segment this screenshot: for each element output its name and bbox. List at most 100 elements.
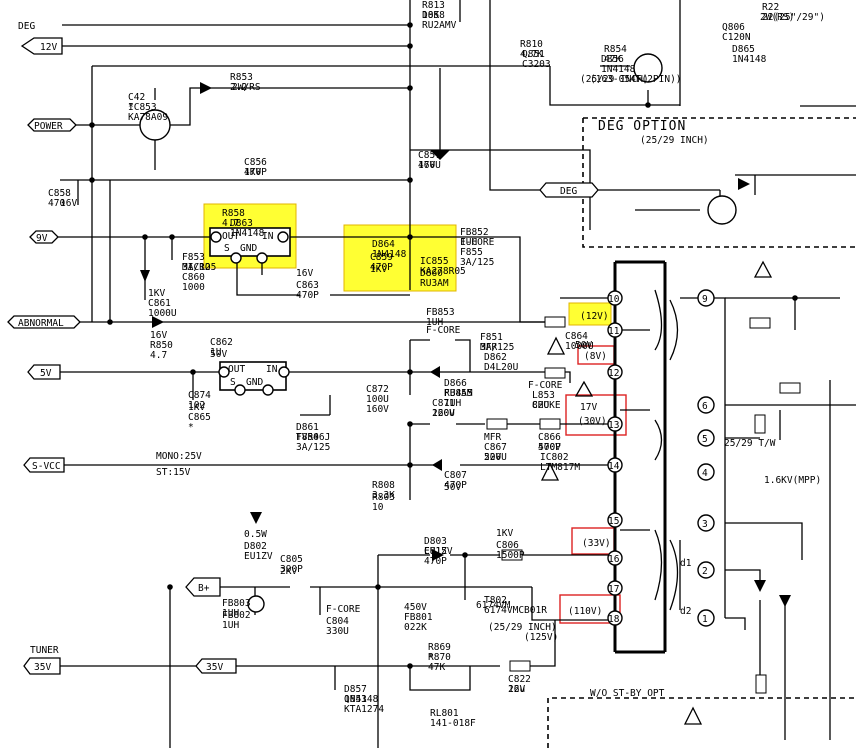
- component-ref: C862: [210, 337, 233, 348]
- 35v-net-flag: [195, 658, 237, 674]
- component-ref: D862: [484, 352, 507, 363]
- component-ref: F853: [182, 252, 205, 263]
- net-label-deg-right: DEG: [560, 186, 577, 197]
- component-ref: R808: [372, 480, 395, 491]
- component-value: 102: [188, 400, 205, 411]
- component-ref: IC802: [540, 452, 569, 463]
- transformer-pin-number: 13: [608, 420, 619, 431]
- transformer-pin-number: 14: [608, 461, 620, 472]
- component-ref: R858: [222, 208, 245, 219]
- component-value: 1U: [210, 347, 222, 358]
- component-ref: C863: [296, 280, 319, 291]
- flyback-transformer: [560, 260, 726, 654]
- component-ref: F855: [460, 247, 483, 258]
- diodes: [140, 82, 791, 607]
- component-value: 16V: [418, 160, 435, 171]
- component-value: 3A/125: [460, 257, 494, 268]
- component-ref: FB803: [222, 598, 251, 609]
- voltage-callout: (30V): [578, 416, 607, 427]
- note-st: ST:15V: [156, 467, 191, 478]
- component-value: 10: [372, 502, 384, 513]
- component-ref: R853: [230, 72, 253, 83]
- component-value: 1N4148: [601, 64, 636, 75]
- component-ref: C807: [444, 470, 467, 481]
- component-ref: D858: [422, 10, 445, 21]
- component-ref: Q851: [522, 49, 545, 60]
- component-ref: D864: [372, 239, 395, 250]
- component-ref: R850: [150, 340, 173, 351]
- component-ref: R854: [604, 44, 627, 55]
- note-125v: (125V): [524, 632, 558, 643]
- warning-icon: [683, 706, 703, 725]
- warning-icon: [574, 380, 594, 397]
- net-label-tuner: TUNER: [30, 645, 59, 656]
- component-value: RU3AM: [420, 278, 449, 289]
- component-value: 100U: [366, 394, 389, 405]
- component-ref: FB855: [444, 388, 473, 399]
- transformer-pins: [607, 289, 715, 627]
- component-ref: C867: [484, 442, 507, 453]
- component-ref: R813: [422, 0, 445, 11]
- wiring: [58, 0, 856, 748]
- ic855-in: IN: [266, 364, 278, 375]
- component-ref: R803: [372, 492, 395, 503]
- standby-option-box: [547, 697, 856, 748]
- warning-icon: [546, 336, 566, 355]
- component-value: 470P: [424, 556, 447, 567]
- component-value: RU4AM: [444, 388, 473, 399]
- component-value: 3.3K: [372, 490, 395, 501]
- component-ref: C872: [366, 384, 389, 395]
- coil-label: d1: [680, 558, 692, 569]
- component-ref: D860: [420, 268, 443, 279]
- component-ref: FB801: [404, 612, 433, 623]
- component-value: 50V: [484, 452, 501, 463]
- note-mono: MONO:25V: [156, 451, 202, 462]
- component-value: 1000U: [148, 308, 177, 319]
- deg-option-title: DEG OPTION: [598, 119, 686, 134]
- component-value: 1KV: [496, 528, 513, 539]
- junctions: [89, 22, 798, 669]
- transformer-pin-number: 16: [608, 554, 620, 565]
- component-value: MFR: [480, 342, 497, 353]
- component-value: 022K: [404, 622, 427, 633]
- component-value: 1N4148: [372, 249, 407, 260]
- component-value: 1000: [182, 282, 205, 293]
- component-ref: C860: [182, 272, 205, 283]
- voltage-callout: 17V: [580, 402, 597, 413]
- component-ref: D865: [732, 44, 755, 55]
- component-value: EU1ZV: [244, 551, 273, 562]
- transformer-pin-number: 17: [608, 584, 619, 595]
- component-ref: F851: [480, 332, 503, 343]
- component-value: 390P: [280, 564, 303, 575]
- component-ref: C815: [424, 546, 447, 557]
- component-value: 82U: [532, 400, 549, 411]
- component-value: 16V: [150, 330, 167, 341]
- component-ref: C42: [128, 92, 145, 103]
- component-value: 1UH: [222, 608, 239, 619]
- q851-transistor: [633, 53, 663, 83]
- component-value: 22u: [508, 684, 525, 695]
- transformer-pin-number: 10: [608, 294, 620, 305]
- 9v-net-flag: [29, 230, 59, 244]
- component-value: 470P: [370, 262, 393, 273]
- component-value: 330U: [326, 626, 349, 637]
- ic855-s: S: [230, 377, 236, 388]
- component-ref: T802: [484, 595, 507, 606]
- component-value: 1UH: [222, 620, 239, 631]
- voltage-callout: (33V): [582, 538, 611, 549]
- component-value: *: [128, 102, 134, 113]
- transformer-pin-number: 11: [608, 326, 620, 337]
- component-ref: R869: [428, 642, 451, 653]
- transformer-pin-number: 1: [702, 614, 708, 625]
- component-value: 450V: [404, 602, 427, 613]
- net-label-5v: 5V: [40, 368, 52, 379]
- ic853-gnd: GND: [240, 243, 257, 254]
- component-ref: D803: [424, 536, 447, 547]
- component-value: 1KV: [370, 264, 387, 275]
- component-value: KA278R05: [420, 266, 466, 277]
- component-ref: C861: [148, 298, 171, 309]
- component-value: 50V: [444, 482, 461, 493]
- component-ref: C806: [496, 540, 519, 551]
